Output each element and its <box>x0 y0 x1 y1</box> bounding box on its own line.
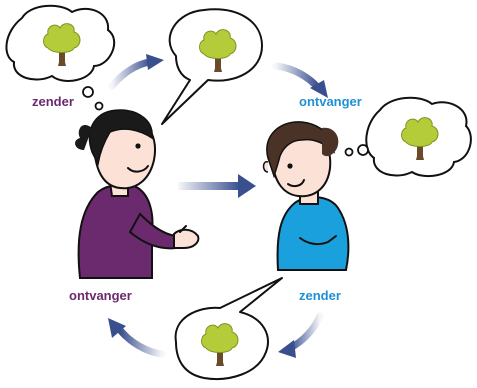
person-right-blue <box>262 121 350 271</box>
speech-bubble-bottom <box>174 277 283 380</box>
hair <box>88 109 153 167</box>
arrow-top-right <box>272 62 328 98</box>
thought-dot <box>82 86 94 98</box>
arrow-bottom-left <box>108 318 166 358</box>
hair <box>266 121 335 179</box>
arrow-middle <box>178 174 256 198</box>
label-ontvanger-bottom-left: ontvanger <box>69 288 132 303</box>
label-zender-top-left: zender <box>32 94 74 109</box>
label-ontvanger-top-right: ontvanger <box>299 94 362 109</box>
person-left-purple <box>75 109 200 279</box>
arrow-bottom-right <box>278 312 324 358</box>
thought-bubble-top-left <box>5 4 115 111</box>
thought-dot <box>94 101 104 111</box>
thought-bubble-right <box>344 96 472 178</box>
thought-dot <box>357 144 369 156</box>
arrow-top-left <box>108 54 164 90</box>
speech-bubble-top <box>161 8 263 125</box>
label-zender-bottom-right: zender <box>299 288 341 303</box>
hand <box>173 228 200 249</box>
thought-dot <box>344 147 354 157</box>
